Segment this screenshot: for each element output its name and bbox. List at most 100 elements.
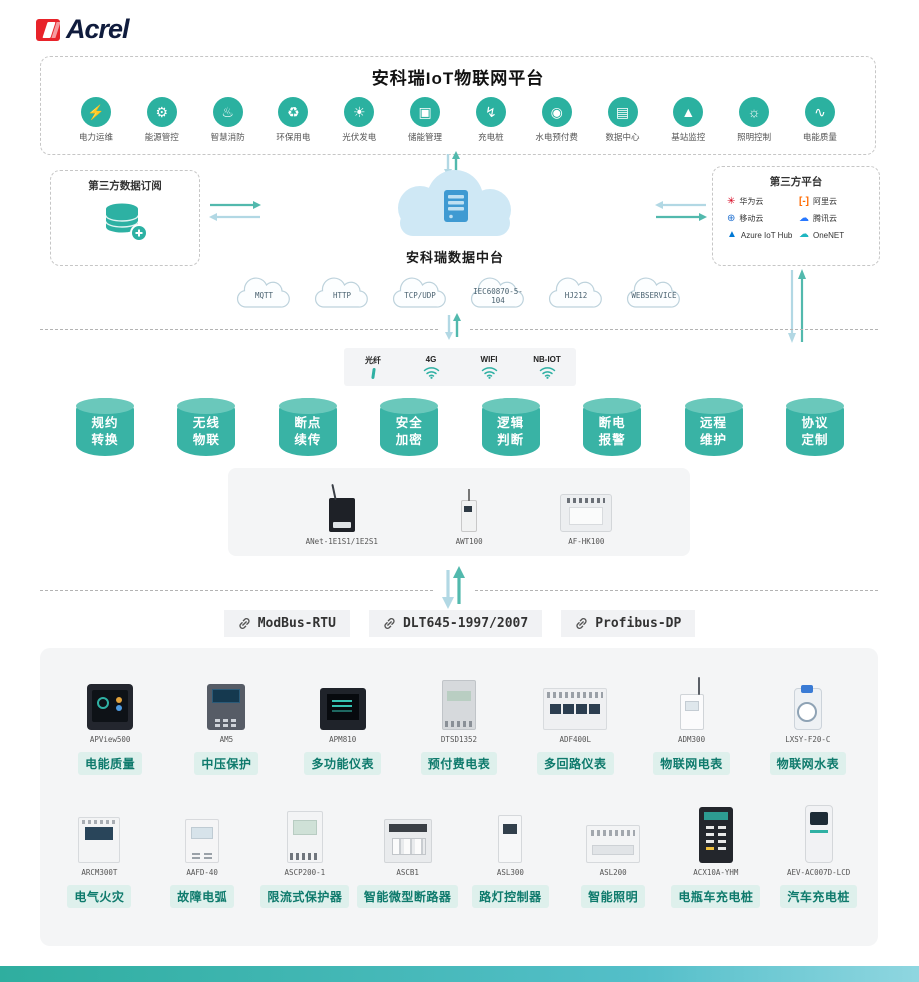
protocol-label: DLT645-1997/2007 bbox=[402, 616, 529, 631]
huawei-cloud-icon: ✳ bbox=[727, 195, 736, 207]
connectivity-label: WIFI bbox=[480, 355, 498, 364]
device-category-badge: 中压保护 bbox=[194, 752, 259, 775]
app-storage: ▣储能管理 bbox=[396, 97, 454, 143]
charging-pile-icon: ↯ bbox=[475, 97, 506, 127]
link-icon bbox=[576, 618, 587, 629]
connectivity-label: 光纤 bbox=[365, 356, 381, 365]
updown-arrows-icon bbox=[433, 564, 473, 615]
gateway-model: ANet-1E1S1/1E2S1 bbox=[305, 537, 378, 546]
energy-mgmt-icon: ⚙ bbox=[146, 97, 177, 127]
protocol-cloud-tcpudp: TCP/UDP bbox=[385, 276, 455, 314]
app-label: 水电预付费 bbox=[535, 132, 578, 142]
app-datacenter: ▤ 数据中心 bbox=[594, 97, 652, 143]
app-label: 储能管理 bbox=[408, 132, 443, 142]
device-model: ACX10A-YHM bbox=[693, 868, 739, 877]
app-label: 电能质量 bbox=[802, 132, 837, 142]
gateway-anet: ANet-1E1S1/1E2S1 bbox=[306, 482, 378, 546]
fiber-icon bbox=[370, 367, 376, 380]
capability-logic-judgement: 逻辑判断 bbox=[481, 398, 540, 456]
device-image bbox=[750, 672, 866, 730]
platform-name: 阿里云 bbox=[813, 197, 837, 206]
gateway-afhk100: AF-HK100 bbox=[560, 482, 613, 546]
platform-name: Azure IoT Hub bbox=[740, 230, 793, 240]
device-model: APM810 bbox=[329, 735, 357, 744]
device-model: ARCM300T bbox=[81, 868, 118, 877]
cloud-icon bbox=[398, 170, 511, 236]
base-station-icon: ▲ bbox=[673, 97, 704, 127]
gateway-device-image bbox=[461, 482, 478, 532]
app-label: 充电桩 bbox=[478, 132, 504, 142]
capability-breakpoint-resume: 断点续传 bbox=[278, 398, 337, 456]
device-image bbox=[459, 805, 562, 863]
protocol-label: Profibus-DP bbox=[595, 616, 682, 631]
protocol-dlt645: DLT645-1997/2007 bbox=[368, 610, 543, 637]
third-party-platforms-title: 第三方平台 bbox=[769, 176, 823, 188]
device-image bbox=[151, 805, 254, 863]
device-model: AM5 bbox=[219, 735, 234, 744]
wifi-icon bbox=[481, 367, 497, 379]
device-category-badge: 物联网水表 bbox=[769, 752, 847, 775]
device-category-badge: 电能质量 bbox=[78, 752, 143, 775]
database-plus-icon bbox=[51, 201, 199, 243]
acrel-logo-icon bbox=[36, 18, 60, 41]
app-power-quality: ∿电能质量 bbox=[791, 97, 849, 143]
prepaid-icon: ◉ bbox=[541, 97, 572, 127]
mobile-cloud-icon: ⊕ bbox=[727, 212, 736, 224]
app-power-om: ⚡电力运维 bbox=[67, 97, 125, 143]
device-image bbox=[767, 805, 870, 863]
datacenter-icon: ▤ bbox=[607, 97, 638, 127]
gateway-awt100: AWT100 bbox=[456, 482, 483, 546]
pv-generation-icon: ☀ bbox=[344, 97, 375, 127]
tencent-cloud-icon: ☁ bbox=[799, 212, 809, 224]
device-image bbox=[52, 672, 168, 730]
protocol-cloud-mqtt: MQTT bbox=[229, 276, 299, 314]
app-label: 照明控制 bbox=[737, 132, 772, 142]
wifi-icon bbox=[539, 367, 555, 379]
device-model: ASCP200-1 bbox=[284, 868, 326, 877]
device-model: ASCB1 bbox=[396, 868, 419, 877]
device-category-badge: 物联网电表 bbox=[653, 752, 730, 775]
protocol-label: ModBus-RTU bbox=[257, 616, 336, 631]
link-icon bbox=[384, 618, 395, 629]
device-category-badge: 电瓶车充电桩 bbox=[671, 885, 761, 908]
app-label: 光伏发电 bbox=[342, 132, 377, 142]
protocol-label: HTTP bbox=[332, 291, 352, 301]
capability-encryption: 安全加密 bbox=[380, 398, 439, 456]
platform-apps-row: ⚡电力运维 ⚙能源管控 ♨智慧消防 ♻环保用电 ☀光伏发电 ▣储能管理 ↯充电桩… bbox=[41, 89, 875, 143]
app-base-station: ▲基站监控 bbox=[659, 97, 717, 143]
leftright-arrows-icon bbox=[654, 198, 708, 229]
app-eco-power: ♻环保用电 bbox=[264, 97, 322, 143]
platform-tencent-cloud: ☁腾讯云 bbox=[799, 213, 869, 224]
platform-title: 安科瑞IoT物联网平台 bbox=[371, 69, 545, 88]
connectivity-label: 4G bbox=[425, 355, 437, 364]
protocol-label: HJ212 bbox=[564, 291, 588, 301]
onenet-icon: ☁ bbox=[799, 229, 809, 240]
platform-onenet: ☁OneNET bbox=[799, 230, 869, 240]
device-card-apview500: APView500 电能质量 bbox=[52, 672, 168, 775]
acrel-logo-text: Acrel bbox=[66, 14, 130, 44]
updown-arrows-icon bbox=[786, 268, 808, 349]
device-model: ASL300 bbox=[496, 868, 524, 877]
app-label: 数据中心 bbox=[605, 132, 640, 142]
capability-outage-alarm: 断电报警 bbox=[583, 398, 642, 456]
device-image bbox=[285, 672, 401, 730]
third-party-data-title: 第三方数据订阅 bbox=[88, 180, 162, 192]
device-model: APView500 bbox=[89, 735, 131, 744]
gateway-model: AWT100 bbox=[455, 537, 483, 546]
device-category-badge: 限流式保护器 bbox=[260, 885, 350, 908]
device-image bbox=[665, 805, 768, 863]
app-lighting: ☼照明控制 bbox=[725, 97, 783, 143]
eco-power-icon: ♻ bbox=[278, 97, 309, 127]
protocol-cloud-webservice: WEBSERVICE bbox=[619, 276, 689, 314]
footer-color-bar bbox=[0, 966, 919, 982]
device-card-acx10a: ACX10A-YHM 电瓶车充电桩 bbox=[665, 805, 768, 908]
protocol-label: TCP/UDP bbox=[404, 291, 436, 301]
device-model: ASL200 bbox=[599, 868, 627, 877]
